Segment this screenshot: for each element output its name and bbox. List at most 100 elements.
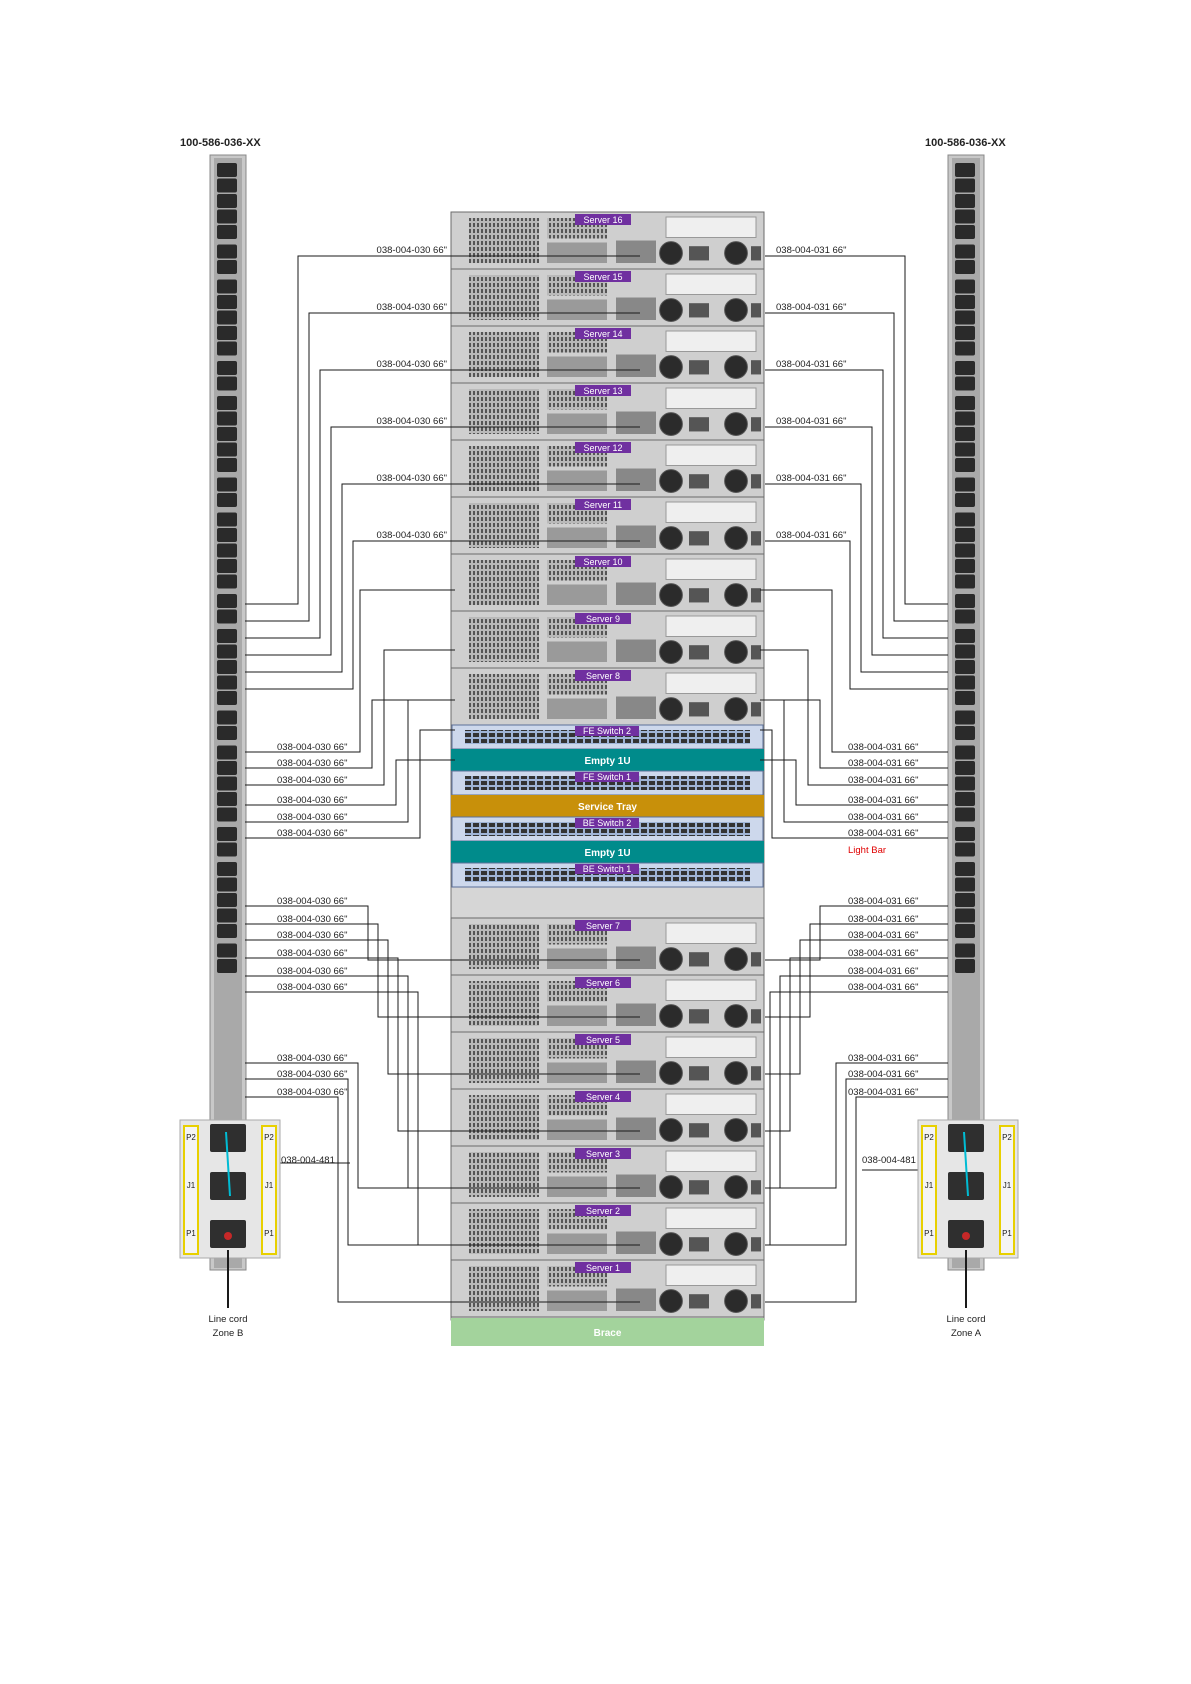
psu-inlet <box>689 952 709 967</box>
cable-right-top <box>765 369 948 639</box>
cable-left-top <box>245 426 640 656</box>
psu-fan <box>659 1118 683 1142</box>
pdu-outlet <box>217 726 237 740</box>
server-io <box>547 1062 607 1083</box>
module-label: P1 <box>924 1229 934 1238</box>
cable-label-right-low2: 038-004-031 66" <box>848 1087 918 1098</box>
server-tag <box>575 442 631 453</box>
psu-inlet <box>751 1294 761 1309</box>
module-label: P2 <box>186 1133 196 1142</box>
band-label: Service Tray <box>578 802 637 813</box>
pdu-outlet <box>955 209 975 224</box>
server-vents <box>469 1209 539 1254</box>
band-fill <box>451 795 764 817</box>
psu-fan <box>659 1289 683 1313</box>
server-bay <box>665 273 757 295</box>
pdu-outlet <box>217 574 237 589</box>
server-bay <box>665 1150 757 1172</box>
psu-inlet <box>689 1123 709 1138</box>
server-tag <box>575 613 631 624</box>
psu-fan <box>659 1175 683 1199</box>
pdu-outlet <box>955 310 975 325</box>
server-tag <box>575 1262 631 1273</box>
cable-label-right-mid: 038-004-031 66" <box>848 812 918 823</box>
pdu-outlet <box>217 660 237 674</box>
psu-inlet <box>751 1123 761 1138</box>
module-label-strip <box>921 1125 937 1255</box>
psu-inlet <box>689 1066 709 1081</box>
server-bay <box>665 615 757 637</box>
psu-fan <box>659 469 683 493</box>
server: Server 12 <box>450 439 765 498</box>
server-io <box>547 948 607 969</box>
cable-label-left-mid: 038-004-030 66" <box>277 758 347 769</box>
cable-label-left-top: 038-004-030 66" <box>377 245 447 256</box>
module-label: P2 <box>264 1133 274 1142</box>
pdu-outlet <box>955 477 975 492</box>
pdu-outlet <box>955 260 975 274</box>
module-socket <box>210 1124 246 1152</box>
pdu-outlet <box>955 877 975 892</box>
server-vents <box>469 1266 539 1311</box>
server: Server 5 <box>450 1031 765 1090</box>
pdu-outlet <box>217 893 237 907</box>
psu-inlet <box>689 474 709 489</box>
pdu-outlet <box>955 726 975 740</box>
pdu-outlet <box>217 842 237 857</box>
server-tag <box>575 556 631 567</box>
server-label: Server 6 <box>586 978 620 988</box>
psu-inlet <box>751 531 761 546</box>
server-label: Server 1 <box>586 1263 620 1273</box>
psu-inlet <box>751 303 761 318</box>
server-vents <box>469 560 539 605</box>
server-io <box>547 299 607 320</box>
cable-label-left-low: 038-004-030 66" <box>277 966 347 977</box>
server-label: Server 2 <box>586 1206 620 1216</box>
pdu-left <box>209 154 247 1271</box>
cable-label-left-low: 038-004-030 66" <box>277 982 347 993</box>
pdu-outlet <box>217 225 237 239</box>
pdu-outlet <box>217 792 237 806</box>
rack-band: Empty 1U <box>451 841 764 863</box>
server: Server 14 <box>450 325 765 384</box>
pdu-outlet <box>217 745 237 760</box>
server: Server 7 <box>450 917 765 976</box>
jumper-right-label: 038-004-481 <box>862 1155 916 1166</box>
line-cord-right-line1: Line cord <box>946 1314 985 1325</box>
cable-left-mid <box>245 699 455 823</box>
psu-inlet <box>751 588 761 603</box>
server-vents <box>469 1095 539 1140</box>
module-jumper <box>225 1131 231 1197</box>
psu-fan <box>724 640 748 664</box>
pdu-outlet <box>955 629 975 643</box>
pdu-outlet <box>217 178 237 193</box>
server-ports <box>616 1174 656 1197</box>
pdu-outlet <box>217 279 237 294</box>
cable-right-top <box>765 540 948 690</box>
cable-left-low <box>245 939 640 1075</box>
server-bay <box>665 1093 757 1115</box>
server-tag <box>575 920 631 931</box>
pdu-outlet <box>217 559 237 573</box>
psu-inlet <box>751 645 761 660</box>
module-label-strip <box>999 1125 1015 1255</box>
switch: FE Switch 2 <box>451 724 764 750</box>
server-tag <box>575 670 631 681</box>
cable-label-left-top: 038-004-030 66" <box>377 416 447 427</box>
cable-label-right-top: 038-004-031 66" <box>776 359 846 370</box>
switch-label: FE Switch 1 <box>583 772 631 782</box>
cable-left-mid <box>245 589 455 753</box>
cable-left-low2 <box>245 1062 640 1189</box>
server-vents <box>469 924 539 969</box>
cable-label-left-low2: 038-004-030 66" <box>277 1087 347 1098</box>
psu-fan <box>659 583 683 607</box>
cable-left-top <box>245 369 640 639</box>
server-ports <box>616 1288 656 1311</box>
cable-label-left-mid: 038-004-030 66" <box>277 828 347 839</box>
switch-tag <box>575 772 639 782</box>
cable-left-top <box>245 483 640 673</box>
switch: BE Switch 1 <box>451 862 764 888</box>
pdu-outlet <box>955 493 975 507</box>
psu-fan <box>659 947 683 971</box>
